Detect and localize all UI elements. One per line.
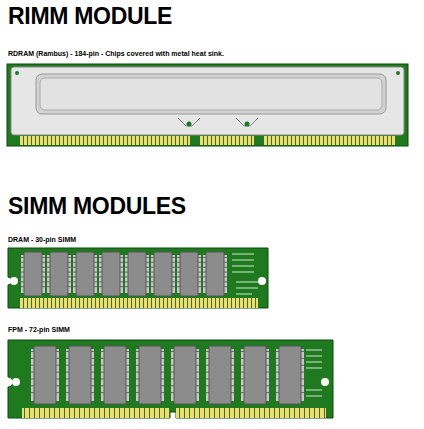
module-caption: DRAM - 30-pin SIMM <box>8 236 76 243</box>
simm-72pin <box>8 340 333 418</box>
module-caption: FPM - 72-pin SIMM <box>8 326 70 333</box>
module-caption: RDRAM (Rambus) - 184-pin - Chips covered… <box>8 50 224 57</box>
section-heading: SIMM MODULES <box>8 193 186 220</box>
section-heading: RIMM MODULE <box>8 3 172 30</box>
rimm-module <box>7 64 408 146</box>
simm-30pin <box>8 248 268 308</box>
